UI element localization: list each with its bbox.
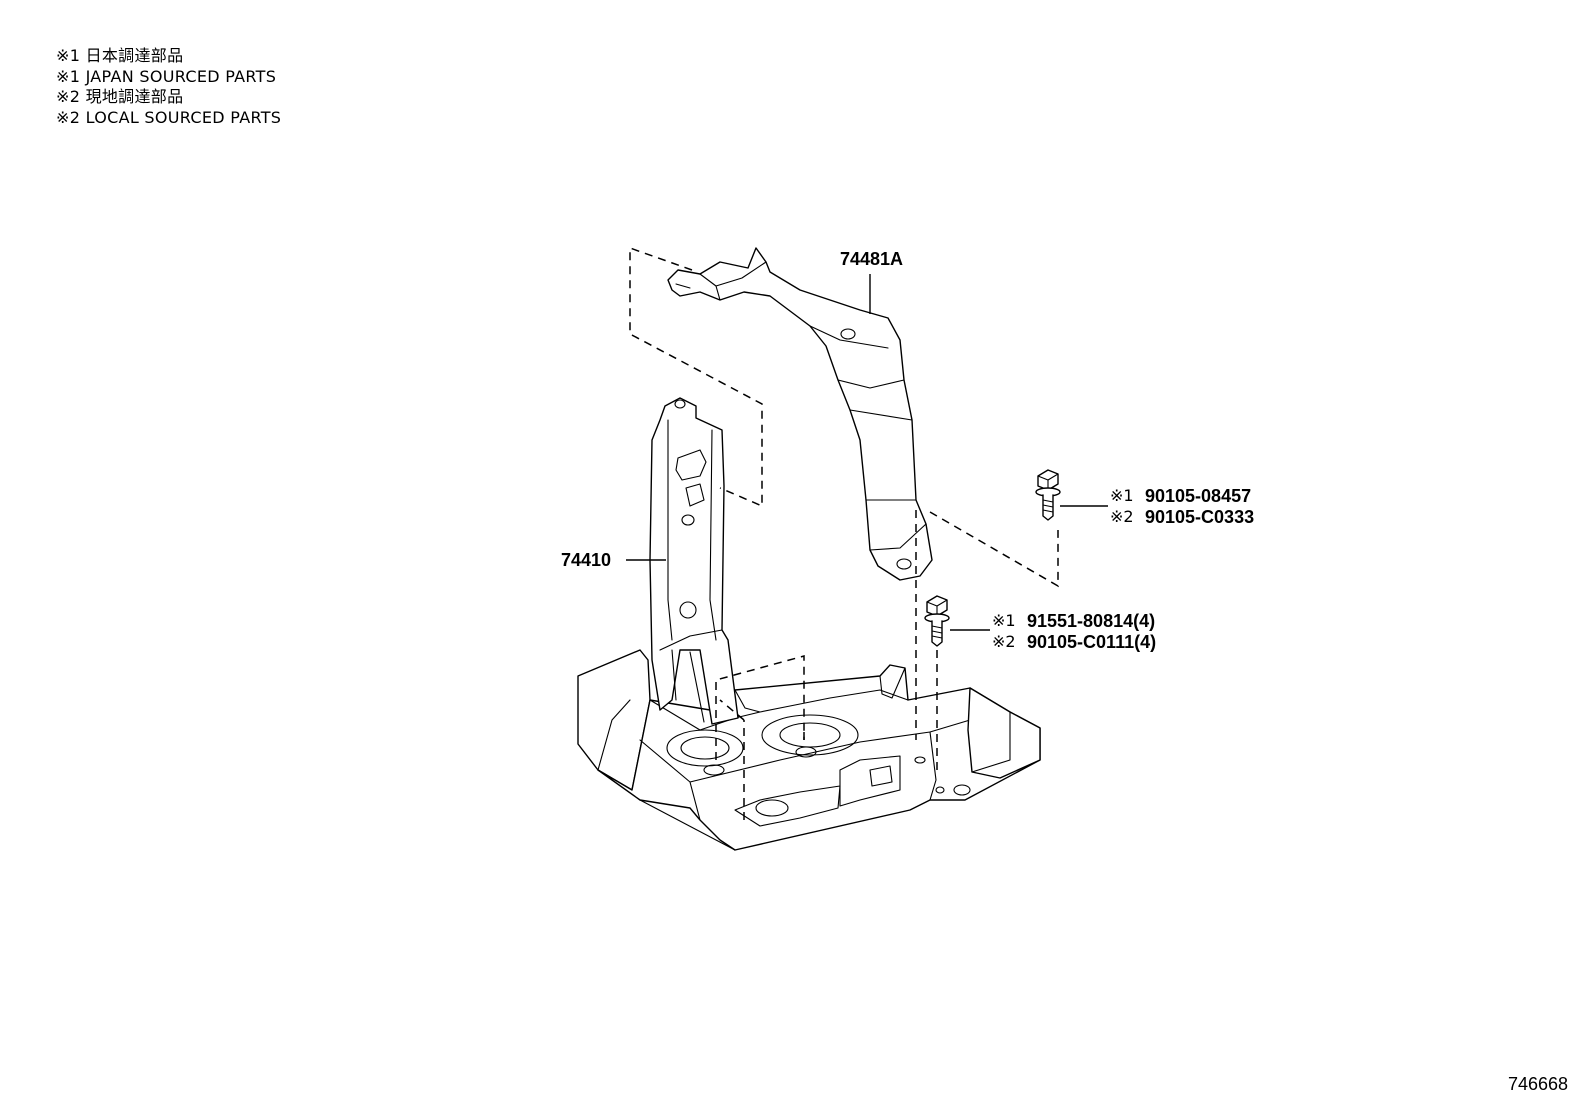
note-line: ※1 日本調達部品 <box>56 46 184 65</box>
bolt-a-part-1: 90105-08457 <box>1145 486 1251 506</box>
alignment-lines <box>629 246 1059 820</box>
battery-tray <box>577 649 1041 851</box>
bolt-91551-icon <box>924 595 950 647</box>
bolt-b-note-1: ※1 <box>992 611 1016 630</box>
bolt-b-part-1: 91551-80814(4) <box>1027 611 1155 631</box>
source-notes: ※1 日本調達部品 ※1 JAPAN SOURCED PARTS ※2 現地調達… <box>56 46 281 128</box>
leader-lines <box>626 274 1108 631</box>
note-line: ※1 JAPAN SOURCED PARTS <box>56 66 277 86</box>
part-label-74481a: 74481A <box>840 249 903 269</box>
note-line: ※2 現地調達部品 <box>56 87 184 106</box>
figure-reference: 746668 <box>1508 1074 1568 1094</box>
battery-clamp <box>667 247 933 581</box>
note-line: ※2 LOCAL SOURCED PARTS <box>56 107 282 127</box>
bolt-b-note-2: ※2 <box>992 632 1016 651</box>
tray-stay <box>649 397 739 725</box>
bolt-a-part-2: 90105-C0333 <box>1145 507 1254 527</box>
bolt-b-part-2: 90105-C0111(4) <box>1027 632 1156 652</box>
part-label-74410: 74410 <box>561 550 611 570</box>
bolt-a-note-2: ※2 <box>1110 507 1134 526</box>
bolt-a-note-1: ※1 <box>1110 486 1134 505</box>
bolt-90105-icon <box>1035 469 1061 521</box>
